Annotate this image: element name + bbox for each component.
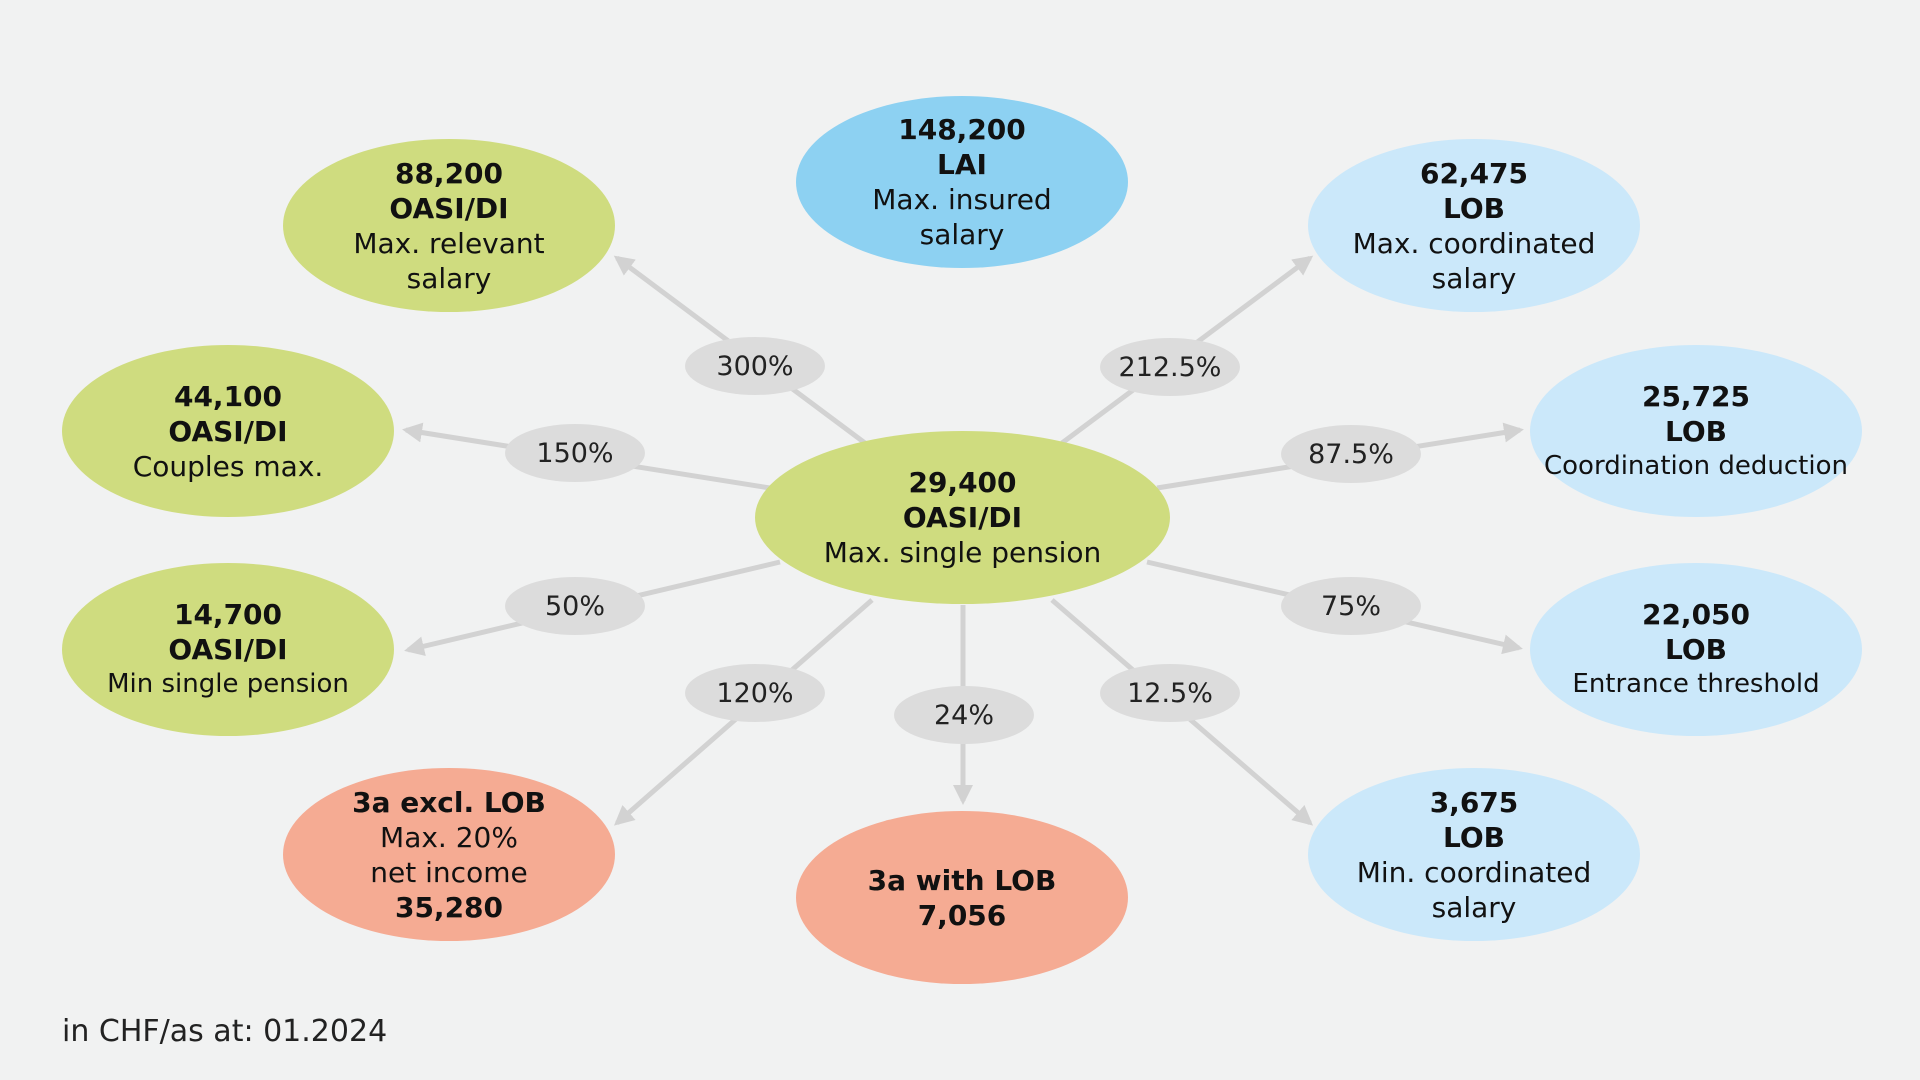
node-type: LOB — [1443, 191, 1505, 225]
node-lob-entrance-threshold: 22,050 LOB Entrance threshold — [1530, 563, 1862, 736]
node-oasi-min-single-pension: 14,700 OASI/DI Min single pension — [62, 563, 394, 736]
center-value: 29,400 — [908, 466, 1017, 499]
node-desc: Min single pension — [107, 669, 349, 699]
node-value: 14,700 — [173, 598, 283, 631]
pct-75: 75% — [1281, 577, 1421, 635]
node-title: 3a with LOB — [867, 863, 1057, 897]
node-oasi-max-relevant-salary: 88,200 OASI/DI Max. relevant salary — [283, 139, 615, 312]
node-oasi-couples-max: 44,100 OASI/DI Couples max. — [62, 345, 394, 517]
node-value: 88,200 — [394, 156, 504, 190]
node-desc: Max. insured salary — [872, 183, 1052, 251]
pct-120: 120% — [685, 664, 825, 722]
node-value: 3,675 — [1429, 785, 1519, 819]
node-desc: Coordination deduction — [1544, 450, 1848, 481]
pct-150: 150% — [505, 424, 645, 482]
node-value: 44,100 — [173, 379, 283, 413]
node-desc: Entrance threshold — [1572, 669, 1820, 699]
center-node-max-single-pension: 29,400 OASI/DI Max. single pension — [755, 431, 1170, 604]
node-desc: Max. coordinated salary — [1352, 226, 1596, 295]
node-lob-min-coordinated-salary: 3,675 LOB Min. coordinated salary — [1308, 768, 1640, 941]
node-type: OASI/DI — [168, 633, 288, 666]
node-value: 148,200 — [898, 113, 1026, 146]
node-value: 62,475 — [1419, 156, 1529, 190]
pct-24: 24% — [894, 686, 1034, 744]
node-type: LOB — [1443, 820, 1505, 854]
pct-212-5: 212.5% — [1100, 338, 1240, 396]
node-type: LAI — [937, 148, 987, 181]
pct-12-5: 12.5% — [1100, 664, 1240, 722]
pct-87-5: 87.5% — [1281, 425, 1421, 483]
node-value: 25,725 — [1641, 379, 1751, 413]
node-value: 22,050 — [1641, 598, 1751, 631]
node-type: LOB — [1665, 414, 1727, 448]
pct-50: 50% — [505, 577, 645, 635]
node-desc: Min. coordinated salary — [1356, 855, 1592, 924]
footnote-currency-date: in CHF/as at: 01.2024 — [62, 1014, 388, 1049]
pct-300: 300% — [685, 337, 825, 395]
node-desc: Couples max. — [132, 449, 324, 483]
node-desc: Max. 20% net income — [370, 820, 528, 889]
center-type: OASI/DI — [902, 501, 1023, 534]
node-type: LOB — [1665, 633, 1727, 666]
node-3a-with-lob: 3a with LOB 7,056 — [796, 811, 1128, 984]
node-lob-max-coordinated-salary: 62,475 LOB Max. coordinated salary — [1308, 139, 1640, 312]
node-title: 3a excl. LOB — [352, 785, 546, 819]
node-desc: Max. relevant salary — [353, 226, 545, 295]
node-value: 7,056 — [917, 898, 1007, 932]
node-3a-excl-lob: 3a excl. LOB Max. 20% net income 35,280 — [283, 768, 615, 941]
node-value: 35,280 — [394, 890, 504, 924]
node-type: OASI/DI — [389, 191, 509, 225]
node-lai-max-insured-salary: 148,200 LAI Max. insured salary — [796, 96, 1128, 268]
center-desc: Max. single pension — [823, 536, 1102, 569]
node-type: OASI/DI — [168, 414, 288, 448]
node-lob-coordination-deduction: 25,725 LOB Coordination deduction — [1530, 345, 1862, 517]
